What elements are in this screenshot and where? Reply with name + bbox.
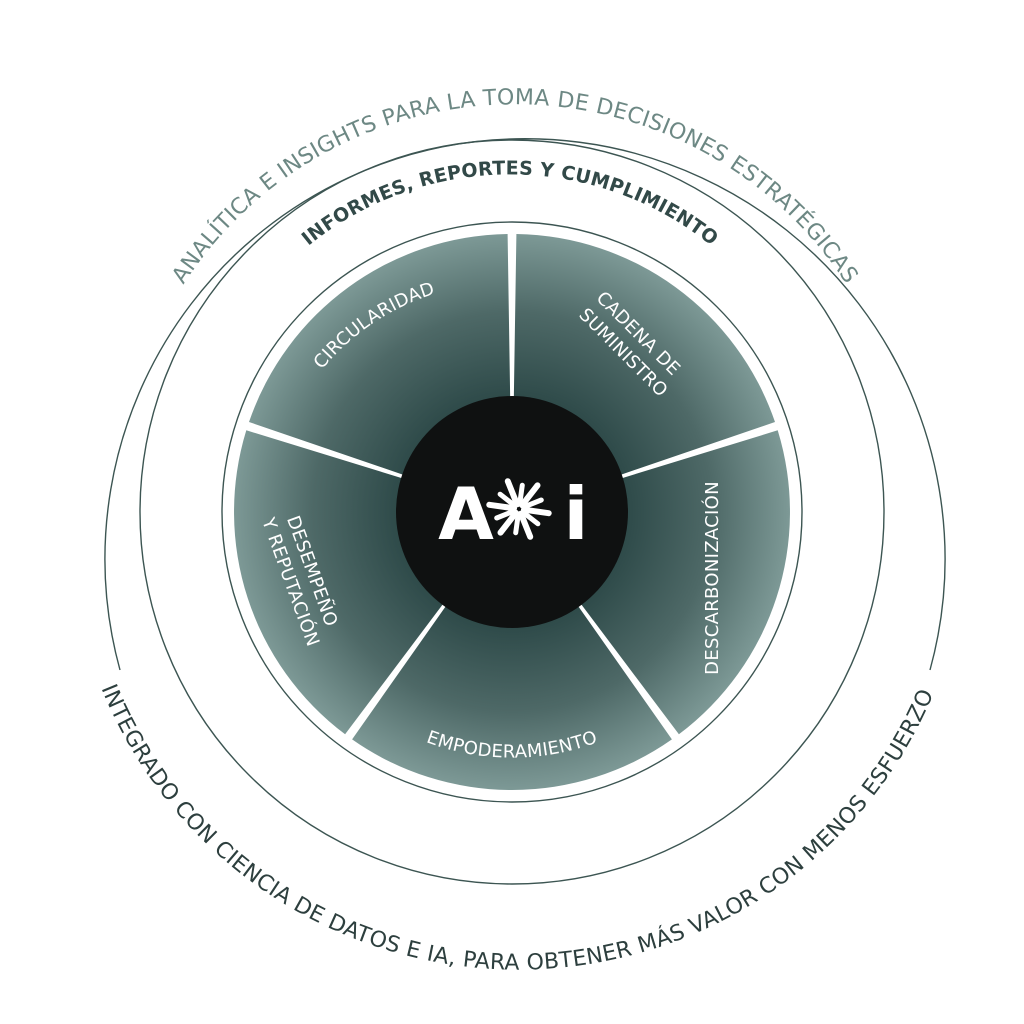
logo-spark-ray (494, 508, 517, 521)
segment-desempeno-y-reputacion[interactable] (249, 234, 511, 476)
logo-spark-icon (486, 478, 552, 540)
logo-spark-ray (504, 478, 521, 508)
segment-empoderamiento[interactable] (234, 430, 445, 735)
segment-descarbonizacion[interactable] (352, 603, 672, 790)
logo-spark-ray (520, 509, 541, 527)
logo-spark-ray (517, 510, 534, 540)
center-logo: A i (396, 396, 628, 628)
logo-letter-a: A (438, 472, 494, 556)
logo-spark-ray (486, 501, 517, 512)
logo-spark-ray (513, 511, 521, 536)
segment-circularidad[interactable] (513, 234, 775, 476)
logo-letter-i: i (564, 472, 589, 556)
logo-spark-ray (517, 482, 525, 507)
outer-ring-text: ANALÍTICA E INSIGHTS PARA LA TOMA DE DEC… (167, 85, 862, 288)
logo-spark-ray (521, 506, 552, 517)
segments (234, 234, 790, 790)
segment-label-descarbonizacion: DESCARBONIZACIÓN (701, 481, 723, 675)
logo-spark-ray (497, 491, 518, 509)
segment-cadena-de-suministro[interactable] (579, 430, 790, 735)
inner-ring (221, 221, 803, 803)
logo-spark-ray (497, 509, 519, 536)
outer-ring (104, 138, 946, 671)
middle-ring (139, 139, 885, 885)
logo-spark-ray (521, 497, 544, 510)
logo-spark-ray (519, 482, 541, 509)
